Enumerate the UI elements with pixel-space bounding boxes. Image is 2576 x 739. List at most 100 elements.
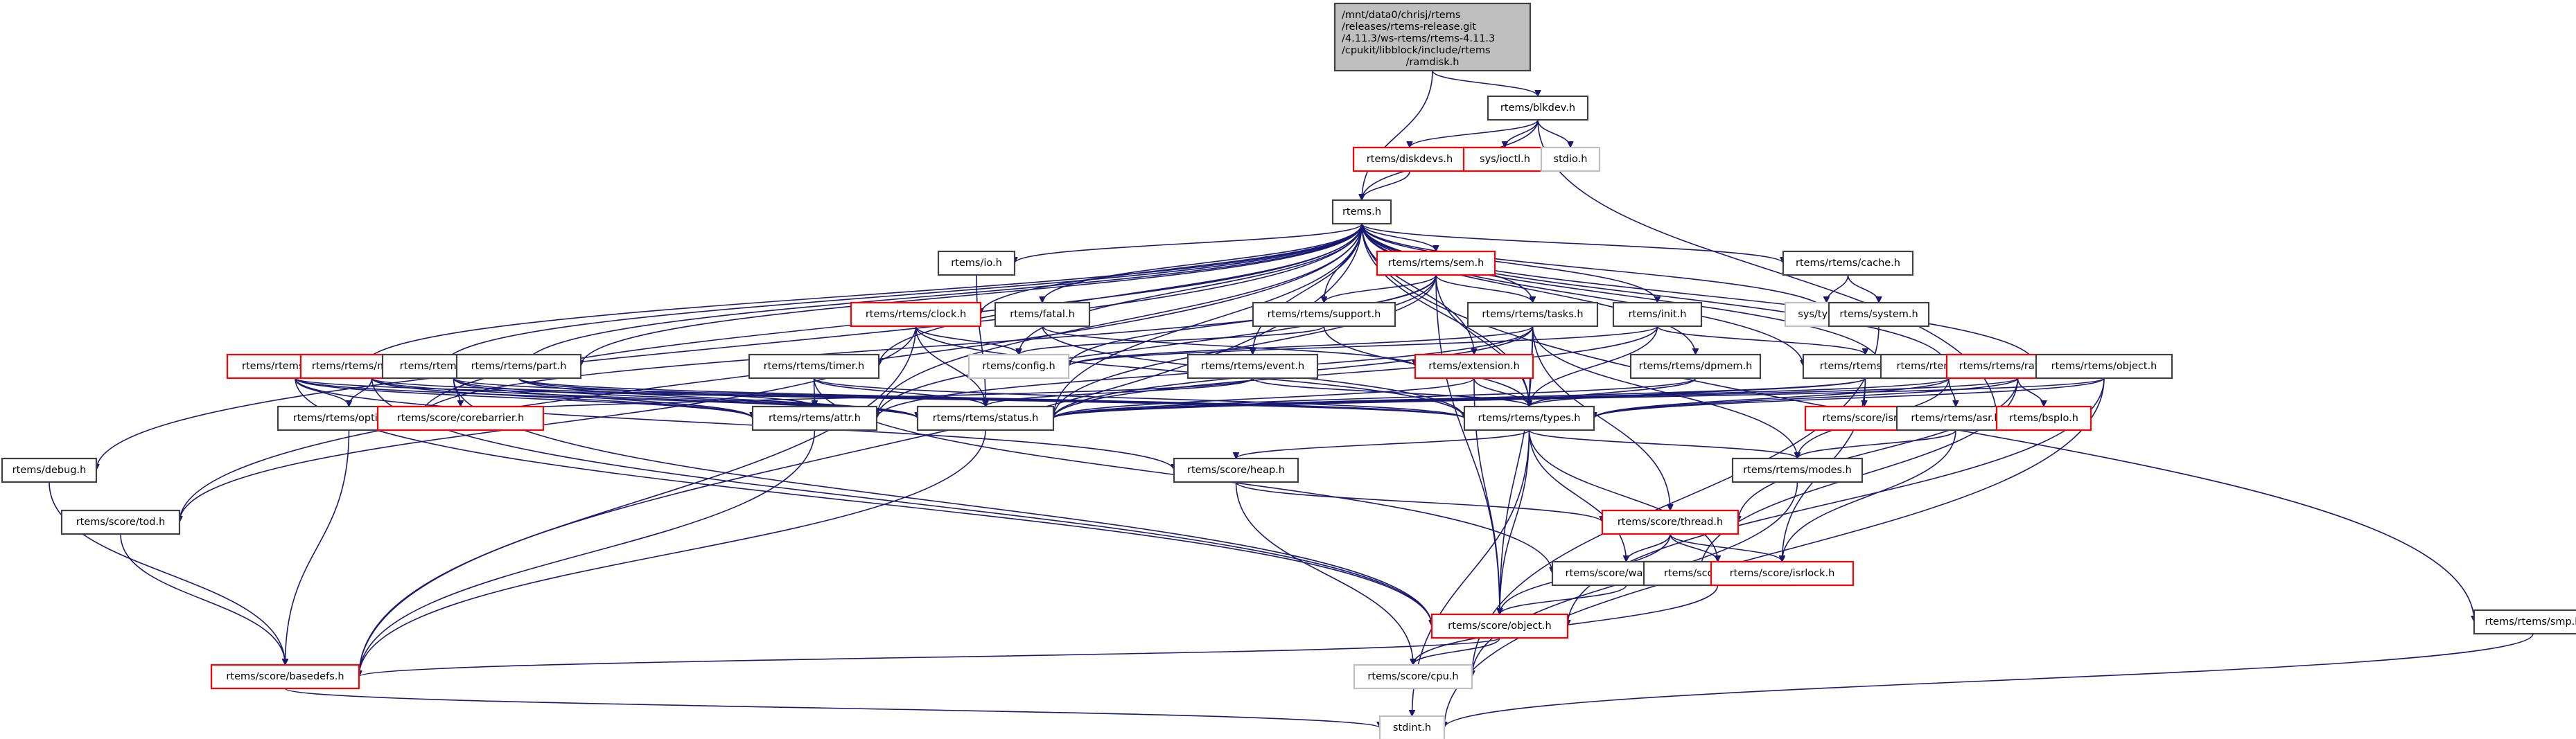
node-box[interactable] — [210, 664, 360, 690]
node-label: rtems/score/corebarrier.h — [397, 413, 525, 424]
node-box[interactable] — [748, 353, 880, 380]
node-status[interactable]: rtems/rtems/status.h — [916, 405, 1055, 431]
node-system[interactable]: rtems/system.h — [1828, 301, 1930, 328]
node-box[interactable] — [1173, 457, 1299, 483]
node-box[interactable] — [1252, 301, 1396, 328]
node-timer[interactable]: rtems/rtems/timer.h — [748, 353, 880, 380]
node-io[interactable]: rtems/io.h — [937, 250, 1016, 276]
node-box[interactable] — [1378, 715, 1446, 739]
node-part[interactable]: rtems/rtems/part.h — [455, 353, 582, 380]
node-box[interactable] — [850, 301, 982, 328]
node-box[interactable] — [1331, 199, 1392, 225]
node-attr[interactable]: rtems/rtems/attr.h — [751, 405, 878, 431]
node-root[interactable]: /mnt/data0/chrisj/rtems/releases/rtems-r… — [1333, 2, 1532, 72]
node-thread[interactable]: rtems/score/thread.h — [1601, 509, 1740, 535]
node-modes[interactable]: rtems/rtems/modes.h — [1731, 457, 1864, 483]
node-box[interactable] — [1186, 353, 1319, 380]
node-box[interactable] — [1376, 250, 1496, 276]
node-box[interactable] — [455, 353, 582, 380]
node-sem[interactable]: rtems/rtems/sem.h — [1376, 250, 1496, 276]
node-fatal[interactable]: rtems/fatal.h — [994, 301, 1091, 328]
node-event[interactable]: rtems/rtems/event.h — [1186, 353, 1319, 380]
edge-diskdevs-to-rtems — [1362, 170, 1410, 201]
node-box[interactable] — [751, 405, 878, 431]
edge-ratemon-to-bspio — [2017, 377, 2044, 407]
node-scoreobject[interactable]: rtems/score/object.h — [1430, 613, 1569, 639]
node-corebarrier[interactable]: rtems/score/corebarrier.h — [376, 405, 545, 431]
node-rtems[interactable]: rtems.h — [1331, 199, 1392, 225]
node-box[interactable] — [1430, 613, 1569, 639]
node-label: rtems/rtems/options.h — [293, 413, 405, 424]
node-box[interactable] — [1487, 95, 1589, 121]
node-blkdev[interactable]: rtems/blkdev.h — [1487, 95, 1589, 121]
node-box[interactable] — [1353, 664, 1473, 690]
node-cpu[interactable]: rtems/score/cpu.h — [1353, 664, 1473, 690]
node-box[interactable] — [2035, 353, 2173, 380]
edge-rtems-to-basedefs — [359, 223, 1363, 677]
edge-region-to-heap — [295, 377, 1174, 471]
node-box[interactable] — [1828, 301, 1930, 328]
node-init[interactable]: rtems/init.h — [1612, 301, 1703, 328]
node-box[interactable] — [60, 509, 181, 535]
node-box[interactable] — [1612, 301, 1703, 328]
edge-asr-to-modes — [1798, 429, 1956, 459]
node-box[interactable] — [937, 250, 1016, 276]
node-box[interactable] — [1463, 405, 1595, 431]
node-box[interactable] — [1895, 405, 2016, 431]
node-tod[interactable]: rtems/score/tod.h — [60, 509, 181, 535]
edge-watchdog-to-scoreobject — [1500, 585, 1627, 615]
node-box[interactable] — [1782, 250, 1914, 276]
node-isrlock[interactable]: rtems/score/isrlock.h — [1710, 560, 1855, 587]
node-box[interactable] — [1462, 146, 1548, 172]
node-box[interactable] — [2473, 609, 2576, 635]
edge-thread-to-isrlock — [1670, 533, 1782, 562]
edge-scoreobject-to-cpu — [1413, 637, 1500, 666]
node-ioctl[interactable]: sys/ioctl.h — [1462, 146, 1548, 172]
node-heap[interactable]: rtems/score/heap.h — [1173, 457, 1299, 483]
node-box[interactable] — [1540, 146, 1601, 172]
node-box[interactable] — [916, 405, 1055, 431]
node-object[interactable]: rtems/rtems/object.h — [2035, 353, 2173, 380]
edge-intr-to-types — [1530, 377, 1866, 407]
edge-rtems-to-event — [1253, 223, 1363, 355]
node-stdio[interactable]: stdio.h — [1540, 146, 1601, 172]
node-smp[interactable]: rtems/rtems/smp.h — [2473, 609, 2576, 635]
node-clock[interactable]: rtems/rtems/clock.h — [850, 301, 982, 328]
edge-options-to-basedefs — [286, 429, 350, 665]
node-box[interactable] — [1731, 457, 1864, 483]
node-box[interactable] — [967, 353, 1070, 380]
node-asr[interactable]: rtems/rtems/asr.h — [1895, 405, 2016, 431]
node-bspio[interactable]: rtems/bspIo.h — [1995, 405, 2092, 431]
node-extension[interactable]: rtems/extension.h — [1414, 353, 1534, 380]
node-tasks[interactable]: rtems/rtems/tasks.h — [1466, 301, 1599, 328]
node-types[interactable]: rtems/rtems/types.h — [1463, 405, 1595, 431]
node-debug[interactable]: rtems/debug.h — [1, 457, 98, 483]
edge-types-to-watchdog — [1528, 429, 1627, 562]
edge-sem-to-types — [1435, 274, 1530, 407]
node-label: rtems/system.h — [1839, 309, 1918, 320]
node-label: rtems/rtems/support.h — [1268, 309, 1381, 320]
node-box[interactable] — [1333, 2, 1532, 72]
node-box[interactable] — [376, 405, 545, 431]
node-box[interactable] — [1414, 353, 1534, 380]
node-config[interactable]: rtems/config.h — [967, 353, 1070, 380]
node-label: rtems/extension.h — [1428, 361, 1520, 372]
node-label: rtems/blkdev.h — [1500, 103, 1575, 114]
node-box[interactable] — [994, 301, 1091, 328]
node-box[interactable] — [1629, 353, 1762, 380]
edge-timer-to-types — [813, 377, 1465, 419]
node-cache[interactable]: rtems/rtems/cache.h — [1782, 250, 1914, 276]
node-box[interactable] — [1, 457, 98, 483]
edge-sem-to-tasks — [1435, 274, 1533, 303]
node-box[interactable] — [1601, 509, 1740, 535]
node-diskdevs[interactable]: rtems/diskdevs.h — [1352, 146, 1467, 172]
node-box[interactable] — [1466, 301, 1599, 328]
edge-sem-to-attr — [877, 274, 1437, 418]
node-support[interactable]: rtems/rtems/support.h — [1252, 301, 1396, 328]
node-dpmem[interactable]: rtems/rtems/dpmem.h — [1629, 353, 1762, 380]
node-box[interactable] — [1710, 560, 1855, 587]
node-basedefs[interactable]: rtems/score/basedefs.h — [210, 664, 360, 690]
node-stdint[interactable]: stdint.h — [1378, 715, 1446, 739]
node-box[interactable] — [1995, 405, 2092, 431]
